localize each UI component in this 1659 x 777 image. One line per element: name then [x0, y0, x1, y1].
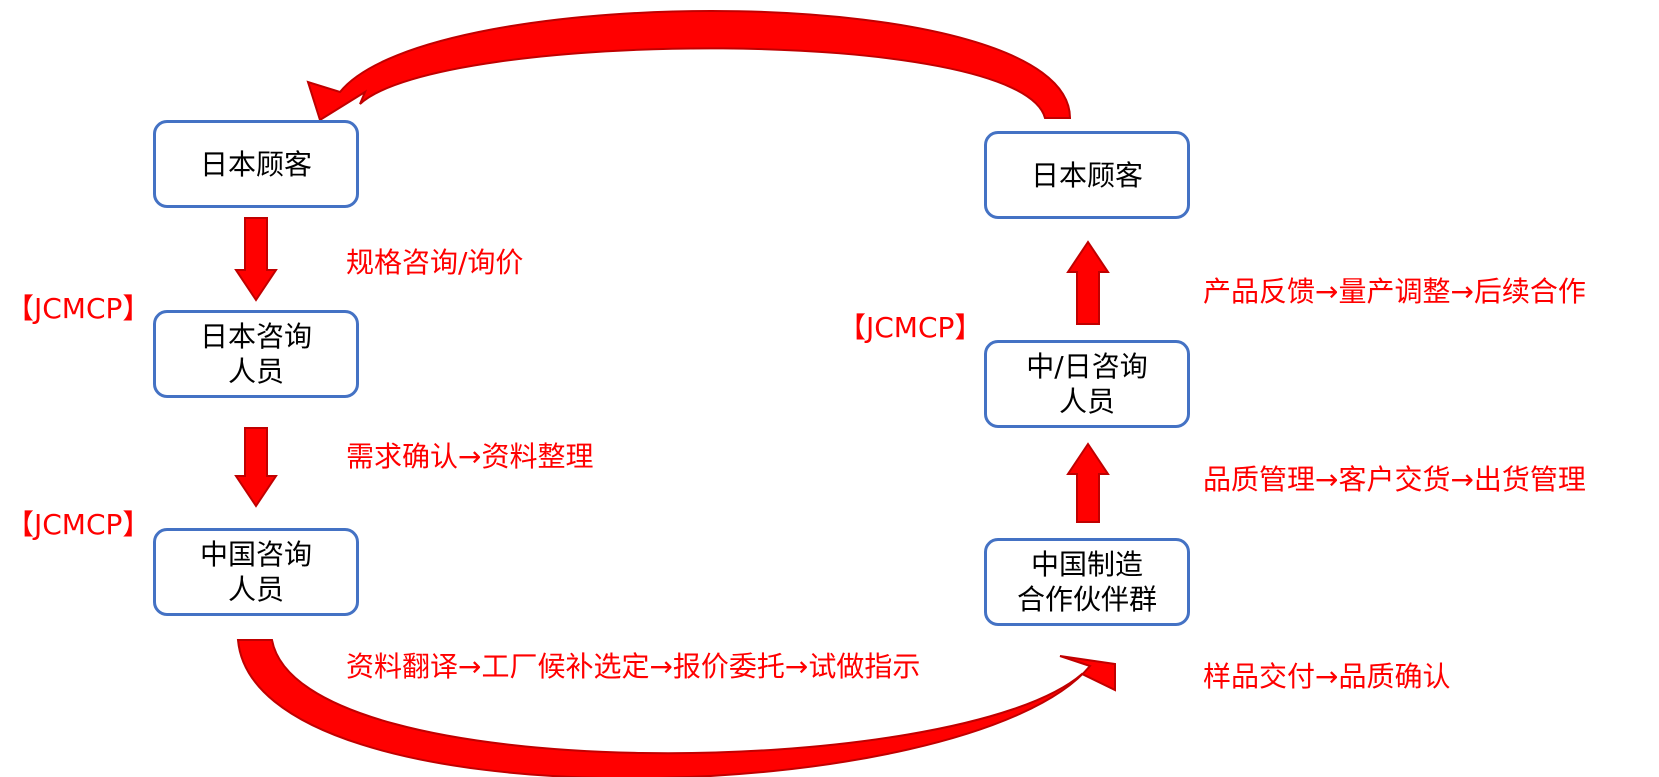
node-left-cn-consultant-line1: 中国咨询 — [199, 538, 312, 571]
node-right-cn-jp-consultant-line1: 中/日咨询 — [1026, 350, 1148, 383]
label-spec-inquiry: 规格咨询/询价 — [346, 246, 524, 279]
node-left-jp-consultant: 日本咨询 人员 — [153, 310, 359, 398]
up-arrow-2 — [1066, 240, 1110, 325]
label-feedback-flow: 产品反馈→量产调整→后续合作 — [1203, 275, 1586, 308]
node-right-customer: 日本顾客 — [984, 131, 1190, 219]
bottom-forward-arrow — [236, 639, 1116, 777]
node-left-customer: 日本顾客 — [153, 120, 359, 208]
node-right-customer-text: 日本顾客 — [1030, 158, 1143, 192]
node-right-manufacturers-line2: 合作伙伴群 — [1016, 583, 1157, 616]
down-arrow-1 — [234, 217, 278, 302]
node-left-jp-consultant-line2: 人员 — [227, 355, 284, 388]
node-left-cn-consultant-line2: 人员 — [227, 573, 284, 606]
label-requirement-confirm: 需求确认→资料整理 — [346, 440, 594, 473]
jcmcp-tag-1: 【JCMCP】 — [6, 292, 151, 325]
up-arrow-1 — [1066, 442, 1110, 523]
label-translation-flow: 资料翻译→工厂候补选定→报价委托→试做指示 — [346, 650, 921, 683]
node-left-customer-text: 日本顾客 — [199, 147, 312, 181]
node-right-cn-jp-consultant-line2: 人员 — [1058, 385, 1115, 418]
label-quality-flow: 品质管理→客户交货→出货管理 — [1203, 463, 1586, 496]
node-right-manufacturers-line1: 中国制造 — [1030, 548, 1143, 581]
jcmcp-tag-3: 【JCMCP】 — [838, 311, 983, 344]
label-sample-delivery: 样品交付→品质确认 — [1203, 660, 1451, 693]
node-right-manufacturers: 中国制造 合作伙伴群 — [984, 538, 1190, 626]
node-left-jp-consultant-line1: 日本咨询 — [199, 320, 312, 353]
jcmcp-tag-2: 【JCMCP】 — [6, 508, 151, 541]
node-left-cn-consultant: 中国咨询 人员 — [153, 528, 359, 616]
top-return-arrow — [306, 10, 1072, 122]
node-right-cn-jp-consultant: 中/日咨询 人员 — [984, 340, 1190, 428]
down-arrow-2 — [234, 427, 278, 508]
